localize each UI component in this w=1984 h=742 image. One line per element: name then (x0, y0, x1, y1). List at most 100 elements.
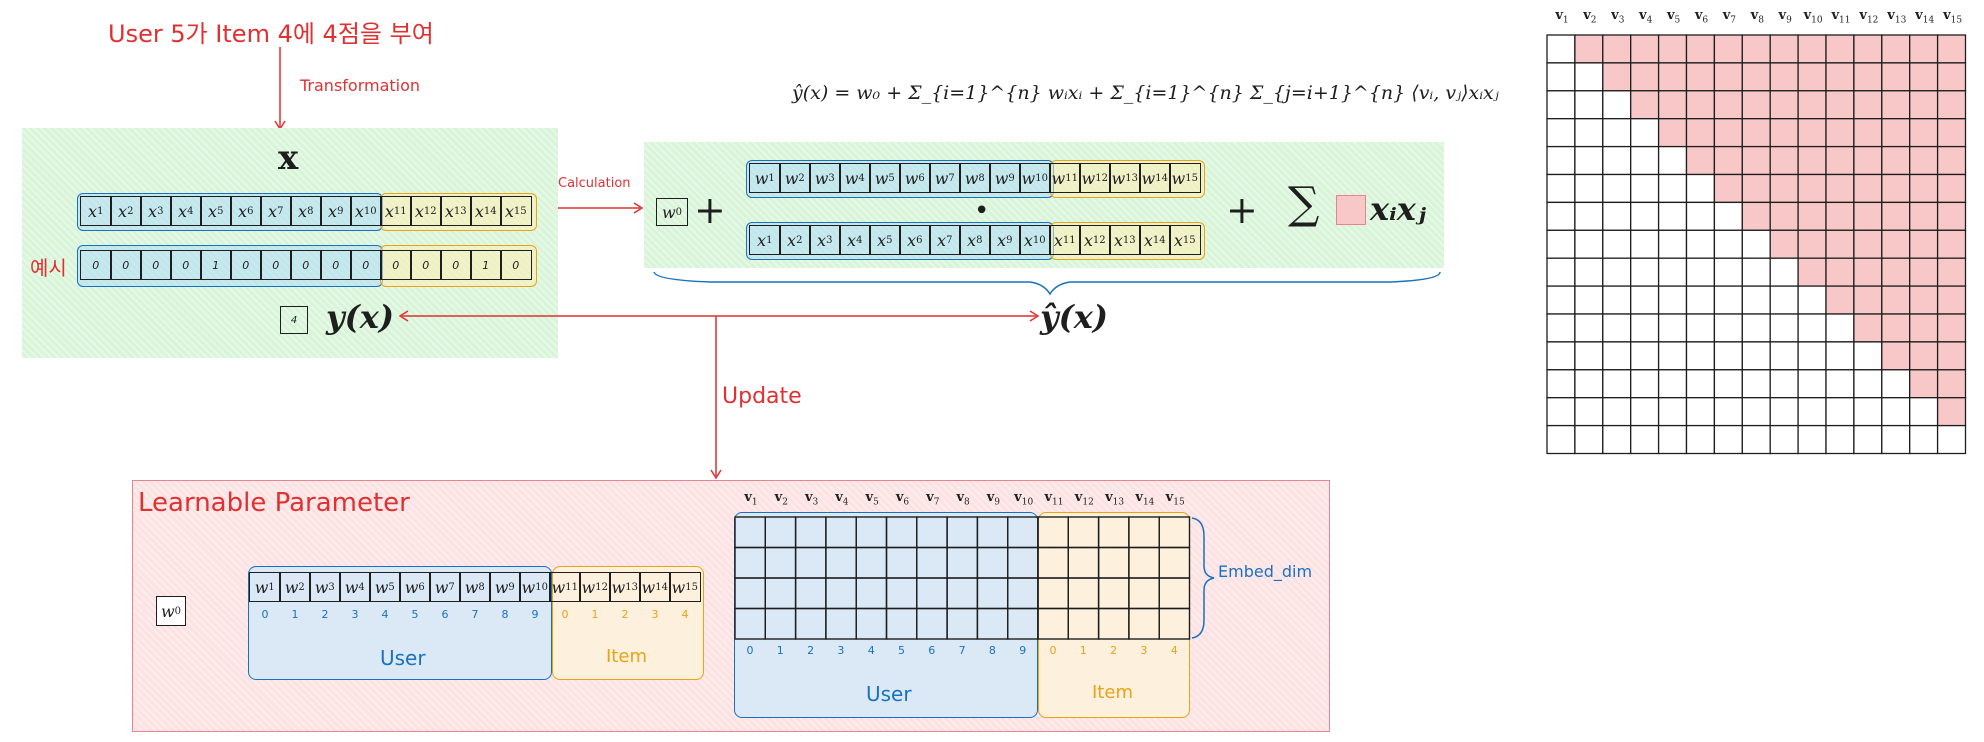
w-param-subscript: 10 (535, 581, 548, 593)
matrix-cell (1546, 313, 1576, 343)
v-header-var: v (774, 490, 783, 505)
w-param-subscript: 3 (328, 581, 335, 593)
calc-top-var: w (814, 168, 829, 188)
w-index-label: 2 (621, 608, 629, 621)
v-header-var: v (1044, 490, 1053, 505)
v-user-label: User (866, 682, 912, 706)
embedding-cell (1037, 546, 1069, 579)
matrix-cell (1741, 285, 1771, 315)
v-header-var: v (956, 490, 964, 505)
matrix-cell-interaction (1825, 145, 1855, 176)
matrix-cell-interaction (1741, 201, 1771, 231)
w-param-subscript: 4 (358, 581, 365, 593)
matrix-cell-interaction (1685, 34, 1716, 64)
v-index-label: 4 (867, 644, 875, 657)
matrix-header-label: v6 (1688, 8, 1716, 26)
matrix-cell-interaction (1936, 341, 1967, 371)
matrix-cell-interaction (1881, 257, 1911, 287)
matrix-cell (1797, 397, 1827, 427)
embedding-cell (794, 577, 827, 610)
matrix-cell (1769, 257, 1799, 287)
matrix-cell (1574, 257, 1604, 287)
sum-sign: ∑ (1288, 178, 1320, 229)
matrix-cell-interaction (1881, 229, 1911, 259)
matrix-cell (1574, 229, 1604, 259)
w-param-var: w (284, 577, 299, 597)
matrix-cell-interaction (1797, 90, 1827, 120)
v-header-label: v11 (1039, 490, 1069, 508)
matrix-cell-interaction (1881, 62, 1911, 92)
x-feature-var: x (504, 201, 514, 221)
matrix-header-label: v1 (1548, 8, 1576, 26)
matrix-cell-interaction (1769, 173, 1799, 204)
calc-bottom-var: x (1023, 230, 1033, 250)
embedding-cell (976, 516, 1009, 549)
matrix-cell (1657, 313, 1688, 343)
matrix-cell-interaction (1825, 34, 1855, 64)
matrix-cell (1630, 257, 1660, 287)
calc-bottom-subscript: 1 (766, 234, 773, 246)
embedding-cell (1128, 607, 1160, 640)
matrix-cell (1602, 257, 1632, 287)
matrix-header-var: v (1803, 8, 1812, 23)
matrix-cell (1713, 424, 1743, 455)
w-item-label: Item (606, 646, 647, 667)
x-feature-var: x (384, 201, 394, 221)
matrix-cell-interaction (1657, 118, 1688, 148)
matrix-cell (1602, 229, 1632, 259)
matrix-cell-interaction (1630, 34, 1660, 64)
matrix-cell (1657, 285, 1688, 315)
calc-top-subscript: 15 (1185, 172, 1198, 184)
v-header-subscript: 13 (1112, 497, 1125, 508)
example-value-cell: 0 (410, 250, 442, 280)
w-index-label: 3 (351, 608, 359, 621)
x-feature-var: x (88, 201, 98, 221)
calc-bottom-subscript: 13 (1122, 234, 1136, 246)
calc-top-var: w (1081, 168, 1096, 188)
calc-top-subscript: 12 (1095, 172, 1108, 184)
matrix-cell-interaction (1881, 118, 1911, 148)
matrix-cell (1685, 397, 1716, 427)
matrix-cell (1630, 173, 1660, 204)
matrix-cell (1685, 257, 1716, 287)
calc-bottom-var: x (1083, 230, 1093, 250)
matrix-cell (1825, 313, 1855, 343)
calc-top-var: w (1051, 168, 1066, 188)
calc-bottom-var: x (817, 230, 827, 250)
matrix-cell-interaction (1825, 118, 1855, 148)
matrix-cell (1546, 341, 1576, 371)
matrix-cell (1769, 341, 1799, 371)
v-header-subscript: 7 (933, 497, 940, 508)
v-header-label: v8 (948, 490, 978, 508)
matrix-cell (1574, 173, 1604, 204)
embedding-cell (1007, 577, 1039, 610)
matrix-cell-interaction (1881, 173, 1911, 204)
calc-top-subscript: 14 (1155, 172, 1168, 184)
matrix-cell-interaction (1936, 285, 1967, 315)
matrix-cell-interaction (1602, 34, 1632, 64)
calc-top-var: w (1141, 168, 1156, 188)
embedding-cell (1067, 577, 1100, 610)
v-header-subscript: 4 (842, 497, 849, 508)
w-param-subscript: 6 (418, 581, 425, 593)
calc-top-subscript: 9 (1008, 172, 1015, 184)
calc-top-var: w (994, 168, 1009, 188)
matrix-cell-interaction (1936, 229, 1967, 259)
x-feature-subscript: 3 (157, 205, 164, 217)
matrix-cell (1546, 397, 1576, 427)
matrix-header-subscript: 12 (1866, 15, 1879, 26)
